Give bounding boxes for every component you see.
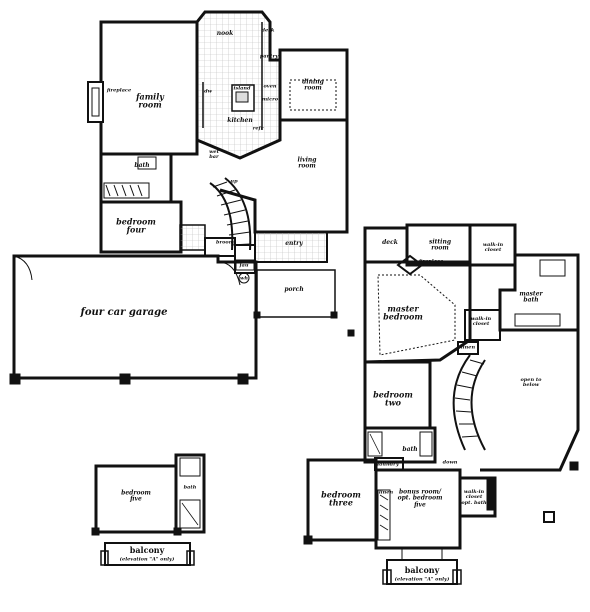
micro-label: micro xyxy=(261,96,279,103)
dw-label: dw xyxy=(204,88,212,95)
lower-balcony-label: balcony xyxy=(129,544,165,555)
balcony-lower xyxy=(104,542,191,566)
pantry-label: pantry xyxy=(259,53,279,60)
hall-tile xyxy=(179,224,206,251)
upper-bath-label: bath xyxy=(402,445,418,453)
refr-label: refr xyxy=(252,125,264,132)
desk-label: desk xyxy=(261,27,275,34)
balcony-upper xyxy=(386,559,458,585)
broom-label: broom xyxy=(215,239,235,246)
optional-bedroom-five xyxy=(91,453,206,566)
upper-balcony-note: (elevation "A" only) xyxy=(394,576,450,583)
down-label: down xyxy=(442,459,458,466)
upper-bath-walls xyxy=(363,426,437,464)
nook-label: nook xyxy=(216,29,234,37)
bath-label: bath xyxy=(134,161,150,169)
deck-label: deck xyxy=(382,238,398,246)
wh-label: wh xyxy=(240,275,248,282)
laundry-label: laundry xyxy=(377,461,399,468)
lower-balcony-note: (elevation "A" only) xyxy=(119,556,175,563)
entry-label: entry xyxy=(285,239,303,247)
upper-fireplace-label: fireplace xyxy=(418,258,444,265)
garage-label: four car garage xyxy=(80,306,168,318)
bonus-room-walls xyxy=(374,468,462,550)
porch-walls xyxy=(256,269,336,318)
bedroom-five-bath-label: bath xyxy=(183,484,197,491)
walk-in-closet-2 xyxy=(464,309,501,341)
kitchen-label: kitchen xyxy=(227,116,253,124)
linen-label: linen xyxy=(460,344,476,351)
island-label: island xyxy=(233,85,251,92)
family-fireplace-label: fireplace xyxy=(106,87,132,94)
main-floor xyxy=(9,10,349,385)
upper-balcony-label: balcony xyxy=(404,564,440,575)
oven-label: oven xyxy=(263,83,277,90)
linen-closet xyxy=(457,341,479,355)
walk-in-closet-walls xyxy=(468,223,517,267)
up-label: up xyxy=(230,178,238,185)
upper-floor xyxy=(303,223,580,585)
open-to-below-walls xyxy=(480,328,580,472)
linen-2-label: linen xyxy=(378,489,394,496)
fau-label: fau xyxy=(239,262,249,269)
bedroom-five-bath-walls xyxy=(174,453,206,534)
porch-label: porch xyxy=(284,285,304,293)
